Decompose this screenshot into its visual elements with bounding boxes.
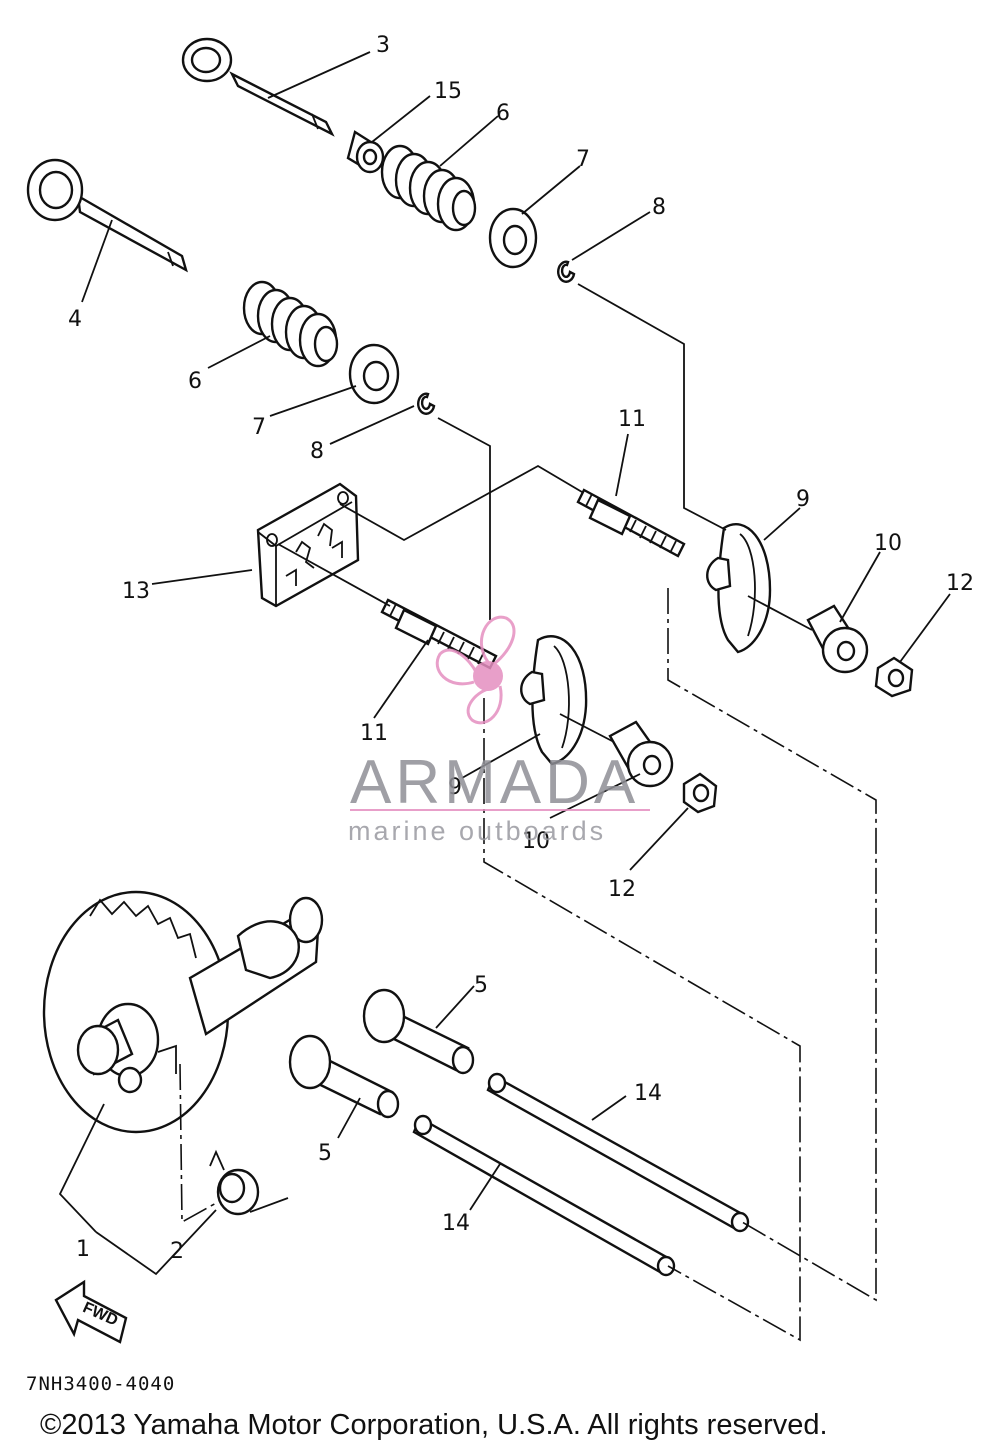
callout-9-lower: 9 (448, 775, 462, 800)
callout-3: 3 (376, 33, 390, 58)
callout-11-lower: 11 (360, 721, 388, 746)
callout-2: 2 (170, 1239, 184, 1264)
watermark: ARMADA marine outboards (348, 615, 650, 846)
nut-part-12-upper (874, 656, 914, 698)
callout-4: 4 (68, 307, 82, 332)
callout-7-lower: 7 (252, 415, 266, 440)
nut-part-12-lower (682, 772, 718, 814)
valve-cotter-part-8-lower (417, 392, 436, 415)
assembly-reference-lines (179, 283, 877, 1342)
callout-6-upper: 6 (496, 101, 510, 126)
propeller-logo-icon (435, 615, 516, 725)
rocker-arm-part-9-lower (520, 635, 588, 766)
callout-13: 13 (122, 579, 150, 604)
callout-6-lower: 6 (188, 369, 202, 394)
copyright-notice: ©2013 Yamaha Motor Corporation, U.S.A. A… (40, 1409, 828, 1441)
callout-7-upper: 7 (576, 147, 590, 172)
valve-spring-part-6-upper (380, 144, 477, 232)
pushrod-part-14-lower (412, 1114, 676, 1277)
callout-5-upper: 5 (474, 973, 488, 998)
lifter-part-5-upper (362, 988, 475, 1075)
callout-14-upper: 14 (634, 1081, 662, 1106)
valve-part-4 (26, 158, 188, 273)
callout-12-upper: 12 (946, 571, 974, 596)
rocker-stud-part-11-upper (576, 488, 686, 558)
callout-14-lower: 14 (442, 1211, 470, 1236)
callout-numbers: 3 15 6 7 8 4 6 7 8 11 9 10 12 13 11 9 10… (68, 33, 974, 1264)
rocker-arm-part-9-upper (706, 523, 772, 654)
spring-retainer-part-7-lower (348, 343, 400, 405)
callout-1: 1 (76, 1237, 90, 1262)
callout-10-upper: 10 (874, 531, 902, 556)
callout-11-upper: 11 (618, 407, 646, 432)
leader-lines (58, 51, 951, 1276)
callout-5-lower: 5 (318, 1141, 332, 1166)
camshaft-part-1 (42, 890, 324, 1134)
valve-spring-part-6-lower (242, 280, 339, 368)
valve-seal-part-15 (346, 130, 385, 174)
valve-part-3 (181, 37, 335, 137)
rocker-stud-part-11-lower (380, 598, 498, 670)
pivot-part-10-upper (806, 604, 869, 674)
guide-plate-part-13 (256, 482, 360, 608)
callout-9-upper: 9 (796, 487, 810, 512)
part-code: 7NH3400-4040 (26, 1373, 175, 1395)
callout-8-upper: 8 (652, 195, 666, 220)
callout-10-lower: 10 (522, 829, 550, 854)
pin-part-2 (209, 1149, 289, 1216)
callout-8-lower: 8 (310, 439, 324, 464)
lifter-part-5-lower (288, 1034, 400, 1119)
callout-15: 15 (434, 79, 462, 104)
spring-retainer-part-7-upper (488, 207, 538, 269)
watermark-brand: ARMADA (350, 748, 639, 817)
watermark-tagline: marine outboards (348, 816, 606, 846)
callout-12-lower: 12 (608, 877, 636, 902)
valve-cotter-part-8-upper (557, 260, 576, 283)
pushrod-part-14-upper (486, 1072, 750, 1233)
forward-direction-arrow: FWD (54, 1279, 128, 1344)
